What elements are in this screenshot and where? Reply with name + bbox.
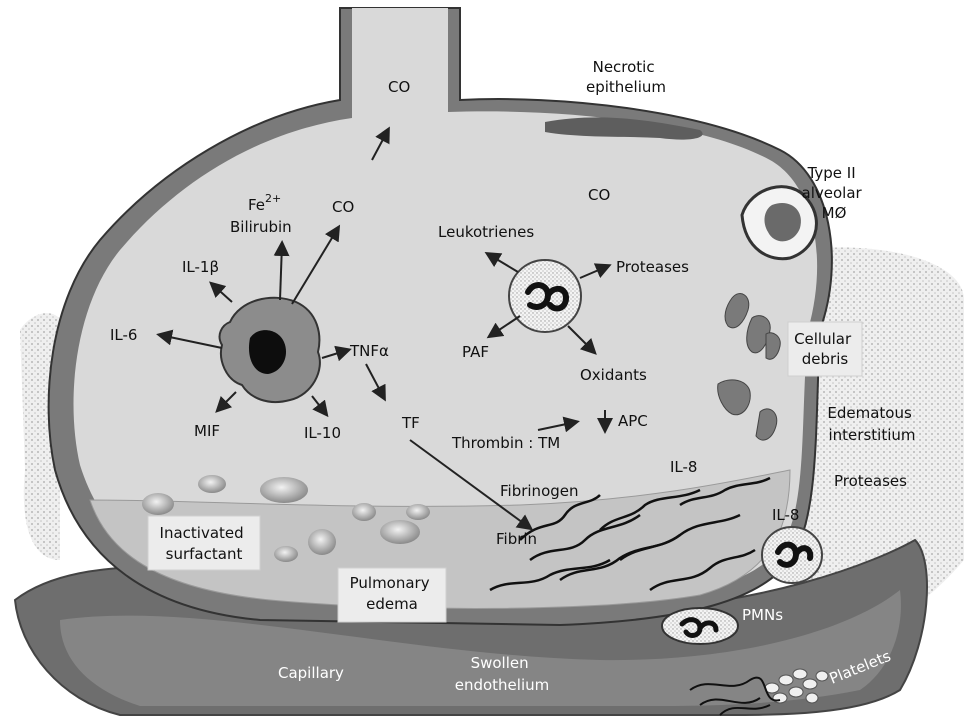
label-il8-inside: IL-8 — [670, 458, 697, 476]
label-il6: IL-6 — [110, 326, 137, 344]
label-fibrinogen: Fibrinogen — [500, 482, 579, 500]
label-il1b: IL-1β — [182, 258, 219, 276]
label-tnfa: TNFα — [349, 342, 389, 360]
label-proteases-inside: Proteases — [616, 258, 689, 276]
label-il8-outside: IL-8 — [772, 506, 799, 524]
label-tf: TF — [401, 414, 420, 432]
label-pmns: PMNs — [742, 606, 783, 624]
surfactant-bubble — [198, 475, 226, 493]
surfactant-bubble — [352, 503, 376, 521]
label-proteases-outside: Proteases — [834, 472, 907, 490]
label-oxidants: Oxidants — [580, 366, 647, 384]
surfactant-bubble — [274, 546, 298, 562]
label-leukotrienes: Leukotrienes — [438, 223, 534, 241]
surfactant-bubble — [142, 493, 174, 515]
label-co-top: CO — [388, 78, 410, 96]
label-necrotic-epithelium: Necrotic epithelium — [586, 58, 666, 96]
surfactant-bubble — [308, 529, 336, 555]
label-mif: MIF — [194, 422, 220, 440]
surfactant-bubble — [406, 504, 430, 520]
surfactant-bubble — [380, 520, 420, 544]
neutrophil — [509, 260, 581, 332]
label-apc: APC — [618, 412, 648, 430]
label-fibrin: Fibrin — [496, 530, 537, 548]
label-paf: PAF — [462, 343, 489, 361]
label-thrombin-tm: Thrombin : TM — [451, 434, 560, 452]
surfactant-bubble — [260, 477, 308, 503]
label-bilirubin: Bilirubin — [230, 218, 292, 236]
pmns-cell — [662, 608, 738, 644]
label-co-right: CO — [588, 186, 610, 204]
label-co-mid: CO — [332, 198, 354, 216]
neutrophil-interstitial — [762, 527, 822, 583]
label-il10: IL-10 — [304, 424, 341, 442]
label-capillary: Capillary — [278, 664, 344, 682]
